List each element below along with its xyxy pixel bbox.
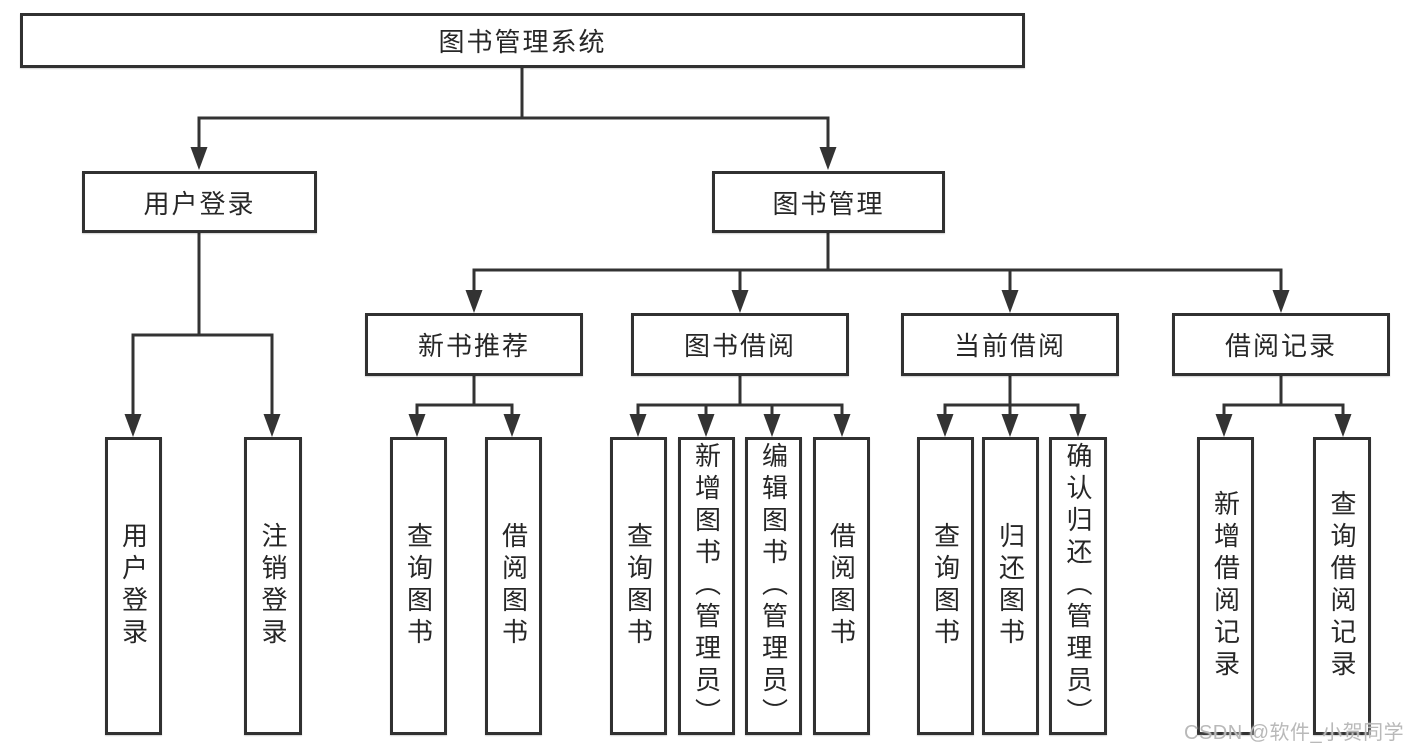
node-borrowing-records-label: 借阅记录	[1224, 331, 1337, 361]
leaf-query-books-3: 查询图书	[917, 437, 974, 735]
leaf-confirm-return-admin: 确认归还（管理员）	[1049, 437, 1107, 735]
leaf-user-login-label: 用户登录	[118, 522, 149, 650]
leaf-query-books-1: 查询图书	[390, 437, 447, 735]
node-book-borrowing-label: 图书借阅	[683, 331, 796, 361]
node-current-borrowing: 当前借阅	[901, 313, 1119, 376]
leaf-query-borrow-record-label: 查询借阅记录	[1327, 490, 1357, 682]
leaf-query-books-2: 查询图书	[610, 437, 667, 735]
leaf-query-books-2-label: 查询图书	[623, 522, 654, 650]
node-borrowing-records: 借阅记录	[1172, 313, 1390, 376]
leaf-add-borrow-record-label: 新增借阅记录	[1210, 490, 1241, 682]
node-new-book-recommend-label: 新书推荐	[417, 331, 530, 361]
node-user-login-label: 用户登录	[143, 188, 256, 219]
node-book-borrowing: 图书借阅	[631, 313, 849, 376]
node-new-book-recommend: 新书推荐	[365, 313, 583, 376]
leaf-edit-book-admin: 编辑图书（管理员）	[745, 437, 802, 735]
leaf-add-book-admin-label: 新增图书（管理员）	[691, 442, 722, 730]
leaf-query-borrow-record: 查询借阅记录	[1313, 437, 1371, 735]
leaf-edit-book-admin-label: 编辑图书（管理员）	[758, 442, 789, 730]
node-current-borrowing-label: 当前借阅	[953, 331, 1066, 361]
leaf-return-book: 归还图书	[982, 437, 1039, 735]
node-book-management-label: 图书管理	[772, 188, 885, 219]
leaf-user-login: 用户登录	[105, 437, 162, 735]
leaf-confirm-return-admin-label: 确认归还（管理员）	[1063, 442, 1093, 730]
node-library-system-label: 图书管理系统	[438, 27, 607, 57]
leaf-borrow-books-2-label: 借阅图书	[826, 522, 857, 650]
leaf-add-book-admin: 新增图书（管理员）	[678, 437, 735, 735]
leaf-logout: 注销登录	[244, 437, 302, 735]
leaf-query-books-3-label: 查询图书	[930, 522, 961, 650]
node-user-login: 用户登录	[82, 171, 317, 233]
node-book-management: 图书管理	[712, 171, 945, 233]
leaf-query-books-1-label: 查询图书	[403, 522, 434, 650]
leaf-logout-label: 注销登录	[258, 522, 288, 650]
leaf-borrow-books-1-label: 借阅图书	[498, 522, 529, 650]
leaf-borrow-books-2: 借阅图书	[813, 437, 870, 735]
node-library-system: 图书管理系统	[20, 13, 1025, 68]
leaf-borrow-books-1: 借阅图书	[485, 437, 542, 735]
leaf-add-borrow-record: 新增借阅记录	[1197, 437, 1254, 735]
watermark: CSDN @软件_小贺同学	[1184, 722, 1405, 744]
leaf-return-book-label: 归还图书	[995, 522, 1026, 650]
